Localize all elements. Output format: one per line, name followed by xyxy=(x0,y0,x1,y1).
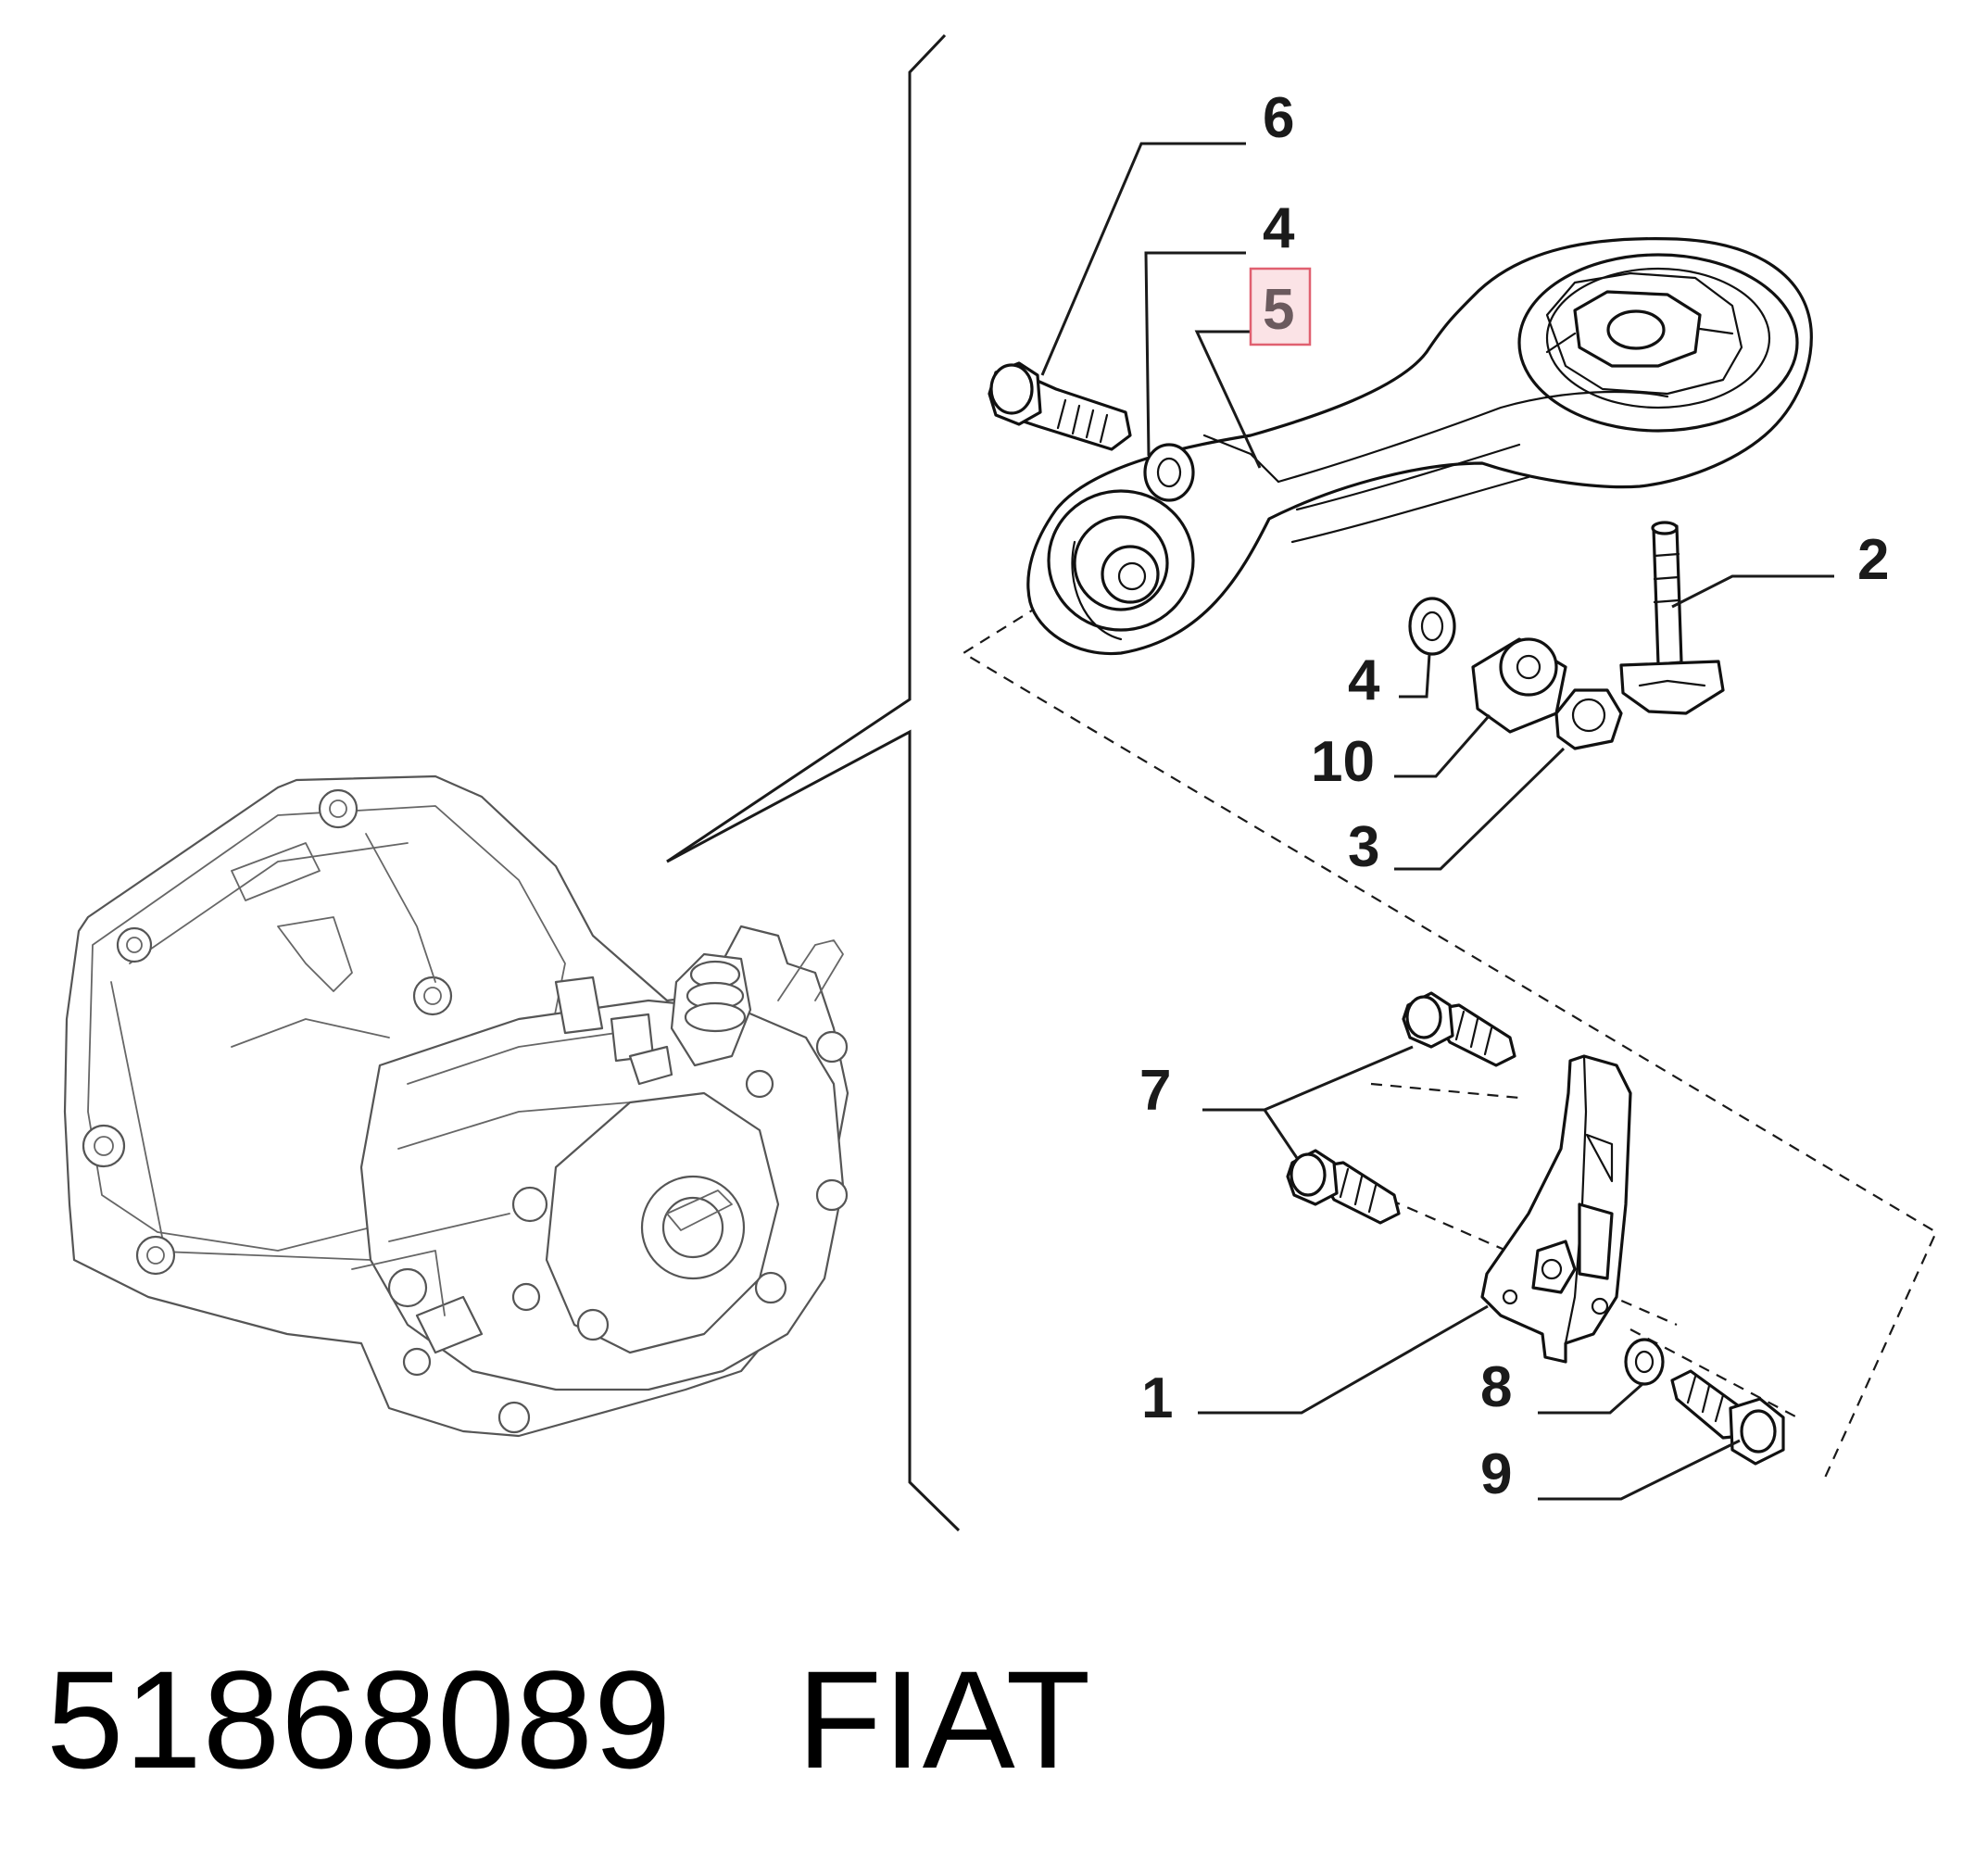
bolt-part-6 xyxy=(988,361,1132,451)
washer-part-8 xyxy=(1624,1338,1665,1386)
callout-8: 8 xyxy=(1480,1355,1512,1419)
bolt-part-7-upper xyxy=(1402,991,1516,1067)
part-number-caption: 51868089 FIAT xyxy=(46,1640,1091,1800)
brand-name: FIAT xyxy=(797,1642,1092,1797)
callout-6: 6 xyxy=(1263,86,1294,150)
engine-mount-torque-rod xyxy=(1026,237,1813,656)
divider-bracket xyxy=(666,33,961,1532)
nut-part-3 xyxy=(1554,688,1623,750)
gearbox-illustration xyxy=(63,774,849,1438)
callout-4-lower: 4 xyxy=(1348,648,1380,712)
bracket-part-1 xyxy=(1480,1054,1632,1364)
callout-2: 2 xyxy=(1857,528,1889,592)
callout-labels: 6 4 5 2 4 10 3 7 1 8 9 xyxy=(1139,86,1889,1506)
part-number: 51868089 xyxy=(46,1642,673,1797)
callout-1: 1 xyxy=(1141,1366,1173,1430)
leader-lines xyxy=(1040,142,1834,1501)
callout-10: 10 xyxy=(1311,730,1375,794)
callout-5: 5 xyxy=(1263,278,1294,342)
callout-3: 3 xyxy=(1348,815,1379,879)
bolt-part-7-lower xyxy=(1286,1149,1401,1225)
washer-part-4-upper xyxy=(1143,443,1195,502)
bolt-part-9 xyxy=(1670,1369,1785,1466)
callout-4-upper: 4 xyxy=(1263,196,1295,260)
bolt-part-2 xyxy=(1619,521,1725,715)
highlight-box xyxy=(1249,267,1312,346)
callout-9: 9 xyxy=(1480,1442,1512,1506)
callout-7: 7 xyxy=(1139,1059,1171,1123)
washer-part-4-lower xyxy=(1408,597,1456,656)
spacer-part-10 xyxy=(1471,637,1567,734)
